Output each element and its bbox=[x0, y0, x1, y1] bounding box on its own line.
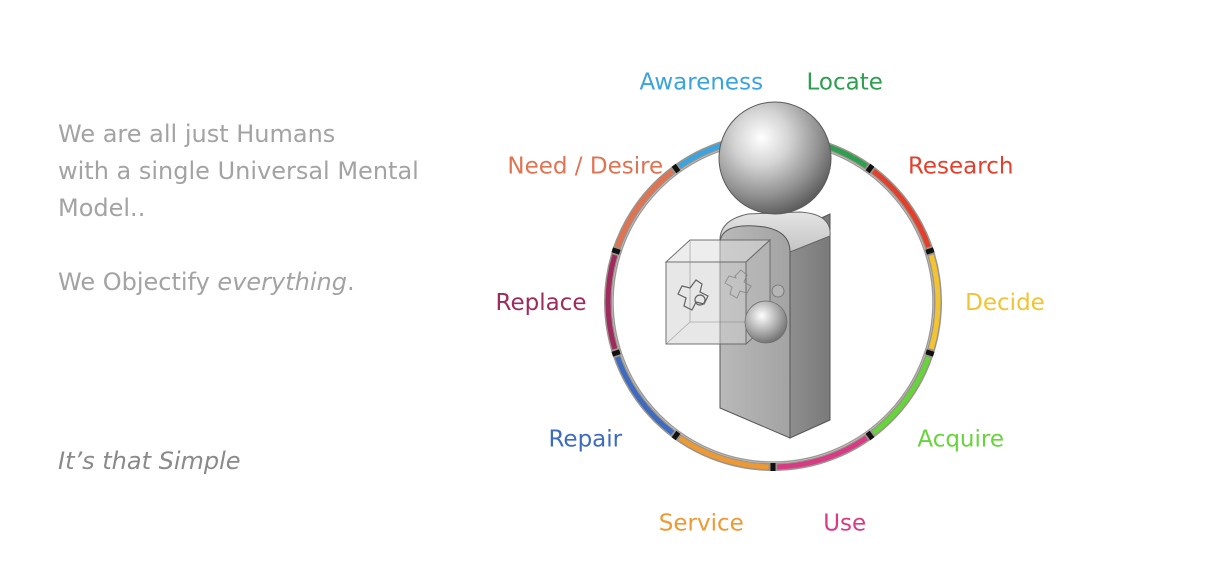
person-hand-sphere bbox=[744, 300, 788, 344]
stage-label-service: Service bbox=[659, 511, 744, 537]
gear-icon-back bbox=[724, 269, 752, 299]
stage-label-decide: Decide bbox=[965, 290, 1045, 316]
person-figure bbox=[664, 101, 832, 439]
stage-label-repair: Repair bbox=[548, 426, 622, 452]
ring-segment-service bbox=[678, 435, 769, 470]
ring-boundary-tick bbox=[865, 430, 875, 441]
ring-segment-need-desire bbox=[615, 169, 675, 248]
stage-label-locate: Locate bbox=[806, 69, 882, 95]
closing-statement: It’s that Simple bbox=[58, 447, 241, 475]
stage-label-replace: Replace bbox=[496, 290, 587, 316]
objectify-emphasis: everything bbox=[217, 268, 347, 296]
objectify-suffix: . bbox=[346, 268, 355, 296]
intro-text: We are all just Humans with a single Uni… bbox=[58, 116, 458, 301]
ring-segment-acquire bbox=[871, 356, 931, 435]
ring-segment-use bbox=[777, 435, 868, 470]
ring-boundary-tick bbox=[671, 430, 681, 441]
ring-segment-research bbox=[871, 169, 931, 248]
objectify-prefix: We Objectify bbox=[58, 268, 218, 296]
ring-segment-replace bbox=[605, 254, 618, 350]
intro-line-2: with a single Universal Mental bbox=[58, 157, 419, 185]
ring-boundary-tick bbox=[925, 247, 935, 255]
intro-line-1: We are all just Humans bbox=[58, 120, 336, 148]
stage-label-awareness: Awareness bbox=[640, 69, 764, 95]
gear-icon bbox=[677, 279, 709, 311]
objectify-statement: We Objectify everything. bbox=[58, 264, 458, 301]
person-head-sphere bbox=[718, 101, 832, 215]
ring-boundary-tick bbox=[611, 247, 621, 255]
ring-boundary-tick bbox=[671, 163, 681, 174]
stage-labels: Need / Desire Awareness LocateResearchDeci… bbox=[496, 69, 1045, 536]
stage-label-acquire: Acquire bbox=[917, 426, 1004, 452]
ring-segment-repair bbox=[615, 356, 675, 435]
stage-label-research: Research bbox=[908, 154, 1014, 180]
stage-label-use: Use bbox=[823, 511, 866, 537]
ring-boundary-tick bbox=[611, 349, 621, 357]
stage-label-need-desire: Need / Desire bbox=[507, 154, 663, 180]
ring-boundary-tick bbox=[865, 163, 875, 174]
intro-line-3: Model.. bbox=[58, 194, 146, 222]
hand-stub bbox=[771, 284, 785, 298]
ring-segment-decide bbox=[928, 254, 941, 350]
ring-boundary-tick bbox=[925, 349, 935, 357]
